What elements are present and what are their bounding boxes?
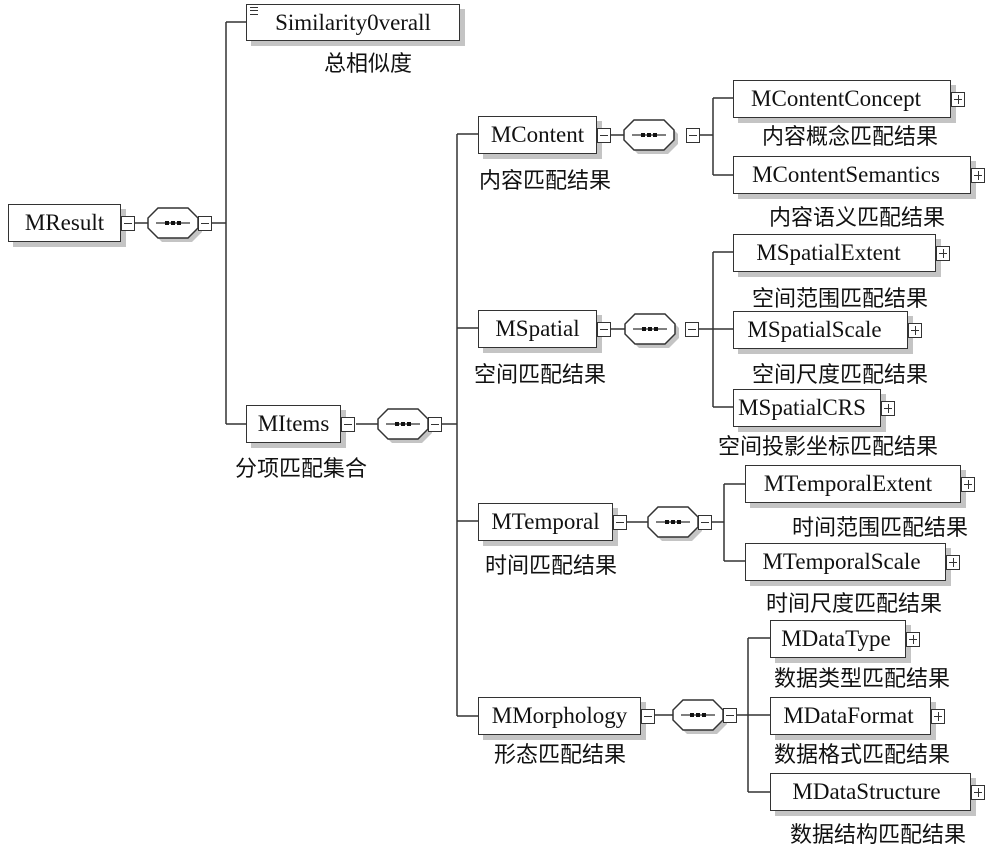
expand-icon[interactable] (936, 245, 950, 261)
element-mdatatype[interactable]: MDataType (770, 620, 906, 658)
expand-icon[interactable] (908, 322, 922, 338)
collapse-icon[interactable] (597, 127, 611, 143)
element-mtemporal[interactable]: MTemporal (478, 503, 613, 541)
collapse-icon[interactable] (685, 322, 699, 337)
sequence-compositor-icon[interactable] (377, 408, 432, 443)
element-mspatialextent[interactable]: MSpatialExtent (733, 234, 936, 272)
element-name: MTemporal (491, 509, 600, 534)
element-mspatialscale[interactable]: MSpatialScale (733, 311, 908, 349)
expand-icon[interactable] (971, 784, 985, 800)
expand-icon[interactable] (971, 167, 985, 183)
element-description: 时间范围匹配结果 (791, 515, 969, 540)
sequence-compositor-icon[interactable] (623, 119, 678, 154)
element-description: 时间匹配结果 (484, 553, 618, 578)
element-name: MContent (490, 122, 585, 147)
element-name: MDataStructure (792, 779, 941, 804)
element-mspatialcrs[interactable]: MSpatialCRS (733, 389, 881, 427)
collapse-icon[interactable] (723, 708, 737, 723)
collapse-icon[interactable] (121, 215, 135, 231)
element-name: MSpatialCRS (738, 395, 866, 420)
element-description: 空间投影坐标匹配结果 (717, 434, 939, 459)
element-name: MItems (257, 411, 330, 436)
expand-icon[interactable] (961, 476, 975, 492)
element-description: 数据格式匹配结果 (773, 742, 951, 767)
collapse-icon[interactable] (198, 216, 212, 231)
expand-icon[interactable] (951, 91, 965, 107)
element-description: 分项匹配集合 (234, 456, 368, 481)
collapse-icon[interactable] (686, 128, 700, 143)
expand-icon[interactable] (931, 708, 945, 724)
element-description: 内容语义匹配结果 (768, 205, 946, 230)
element-name: MContentConcept (751, 86, 921, 111)
collapse-icon[interactable] (597, 321, 611, 337)
element-description: 数据类型匹配结果 (773, 666, 951, 691)
element-description: 数据结构匹配结果 (789, 822, 967, 847)
sequence-compositor-icon[interactable] (672, 699, 727, 734)
element-description: 空间范围匹配结果 (751, 286, 929, 311)
element-mtemporalscale[interactable]: MTemporalScale (745, 543, 946, 581)
element-mspatial[interactable]: MSpatial (478, 310, 597, 348)
element-name: MSpatial (495, 316, 580, 341)
expand-icon[interactable] (906, 631, 920, 647)
element-description: 总相似度 (323, 51, 413, 76)
sequence-compositor-icon[interactable] (624, 313, 679, 348)
element-name: MTemporalScale (762, 549, 921, 574)
element-description: 空间匹配结果 (473, 362, 607, 387)
element-description: 内容匹配结果 (478, 168, 612, 193)
element-mcontentsemantics[interactable]: MContentSemantics (733, 156, 971, 194)
collapse-icon[interactable] (641, 708, 655, 724)
element-description: 时间尺度匹配结果 (765, 591, 943, 616)
element-mcontent[interactable]: MContent (478, 116, 597, 154)
element-name: MTemporalExtent (763, 471, 933, 496)
collapse-icon[interactable] (698, 515, 712, 530)
element-mdatastructure[interactable]: MDataStructure (770, 773, 971, 811)
element-mcontentconcept[interactable]: MContentConcept (733, 80, 951, 118)
sequence-compositor-icon[interactable] (647, 506, 702, 541)
element-name: MMorphology (491, 703, 628, 728)
element-similarity0verall[interactable]: Similarity0verall (246, 4, 460, 41)
element-name: MSpatialScale (747, 317, 882, 342)
element-mdataformat[interactable]: MDataFormat (770, 697, 931, 735)
element-mmorphology[interactable]: MMorphology (478, 697, 641, 735)
element-name: Similarity0verall (275, 9, 431, 35)
element-mitems[interactable]: MItems (246, 405, 341, 443)
collapse-icon[interactable] (341, 416, 355, 432)
element-name: MSpatialExtent (756, 240, 901, 265)
expand-icon[interactable] (946, 554, 960, 570)
expand-icon[interactable] (881, 400, 895, 416)
element-name: MDataFormat (783, 703, 914, 728)
element-mtemporalextent[interactable]: MTemporalExtent (745, 465, 961, 503)
collapse-icon[interactable] (428, 417, 442, 432)
collapse-icon[interactable] (613, 514, 627, 530)
element-description: 内容概念匹配结果 (761, 124, 939, 149)
element-name: MResult (24, 210, 105, 235)
annotation-icon (250, 7, 258, 15)
element-description: 空间尺度匹配结果 (751, 362, 929, 387)
element-name: MContentSemantics (752, 162, 940, 187)
sequence-compositor-icon[interactable] (147, 207, 202, 242)
element-name: MDataType (781, 626, 891, 651)
element-description: 形态匹配结果 (493, 742, 627, 767)
element-mresult[interactable]: MResult (8, 204, 121, 242)
